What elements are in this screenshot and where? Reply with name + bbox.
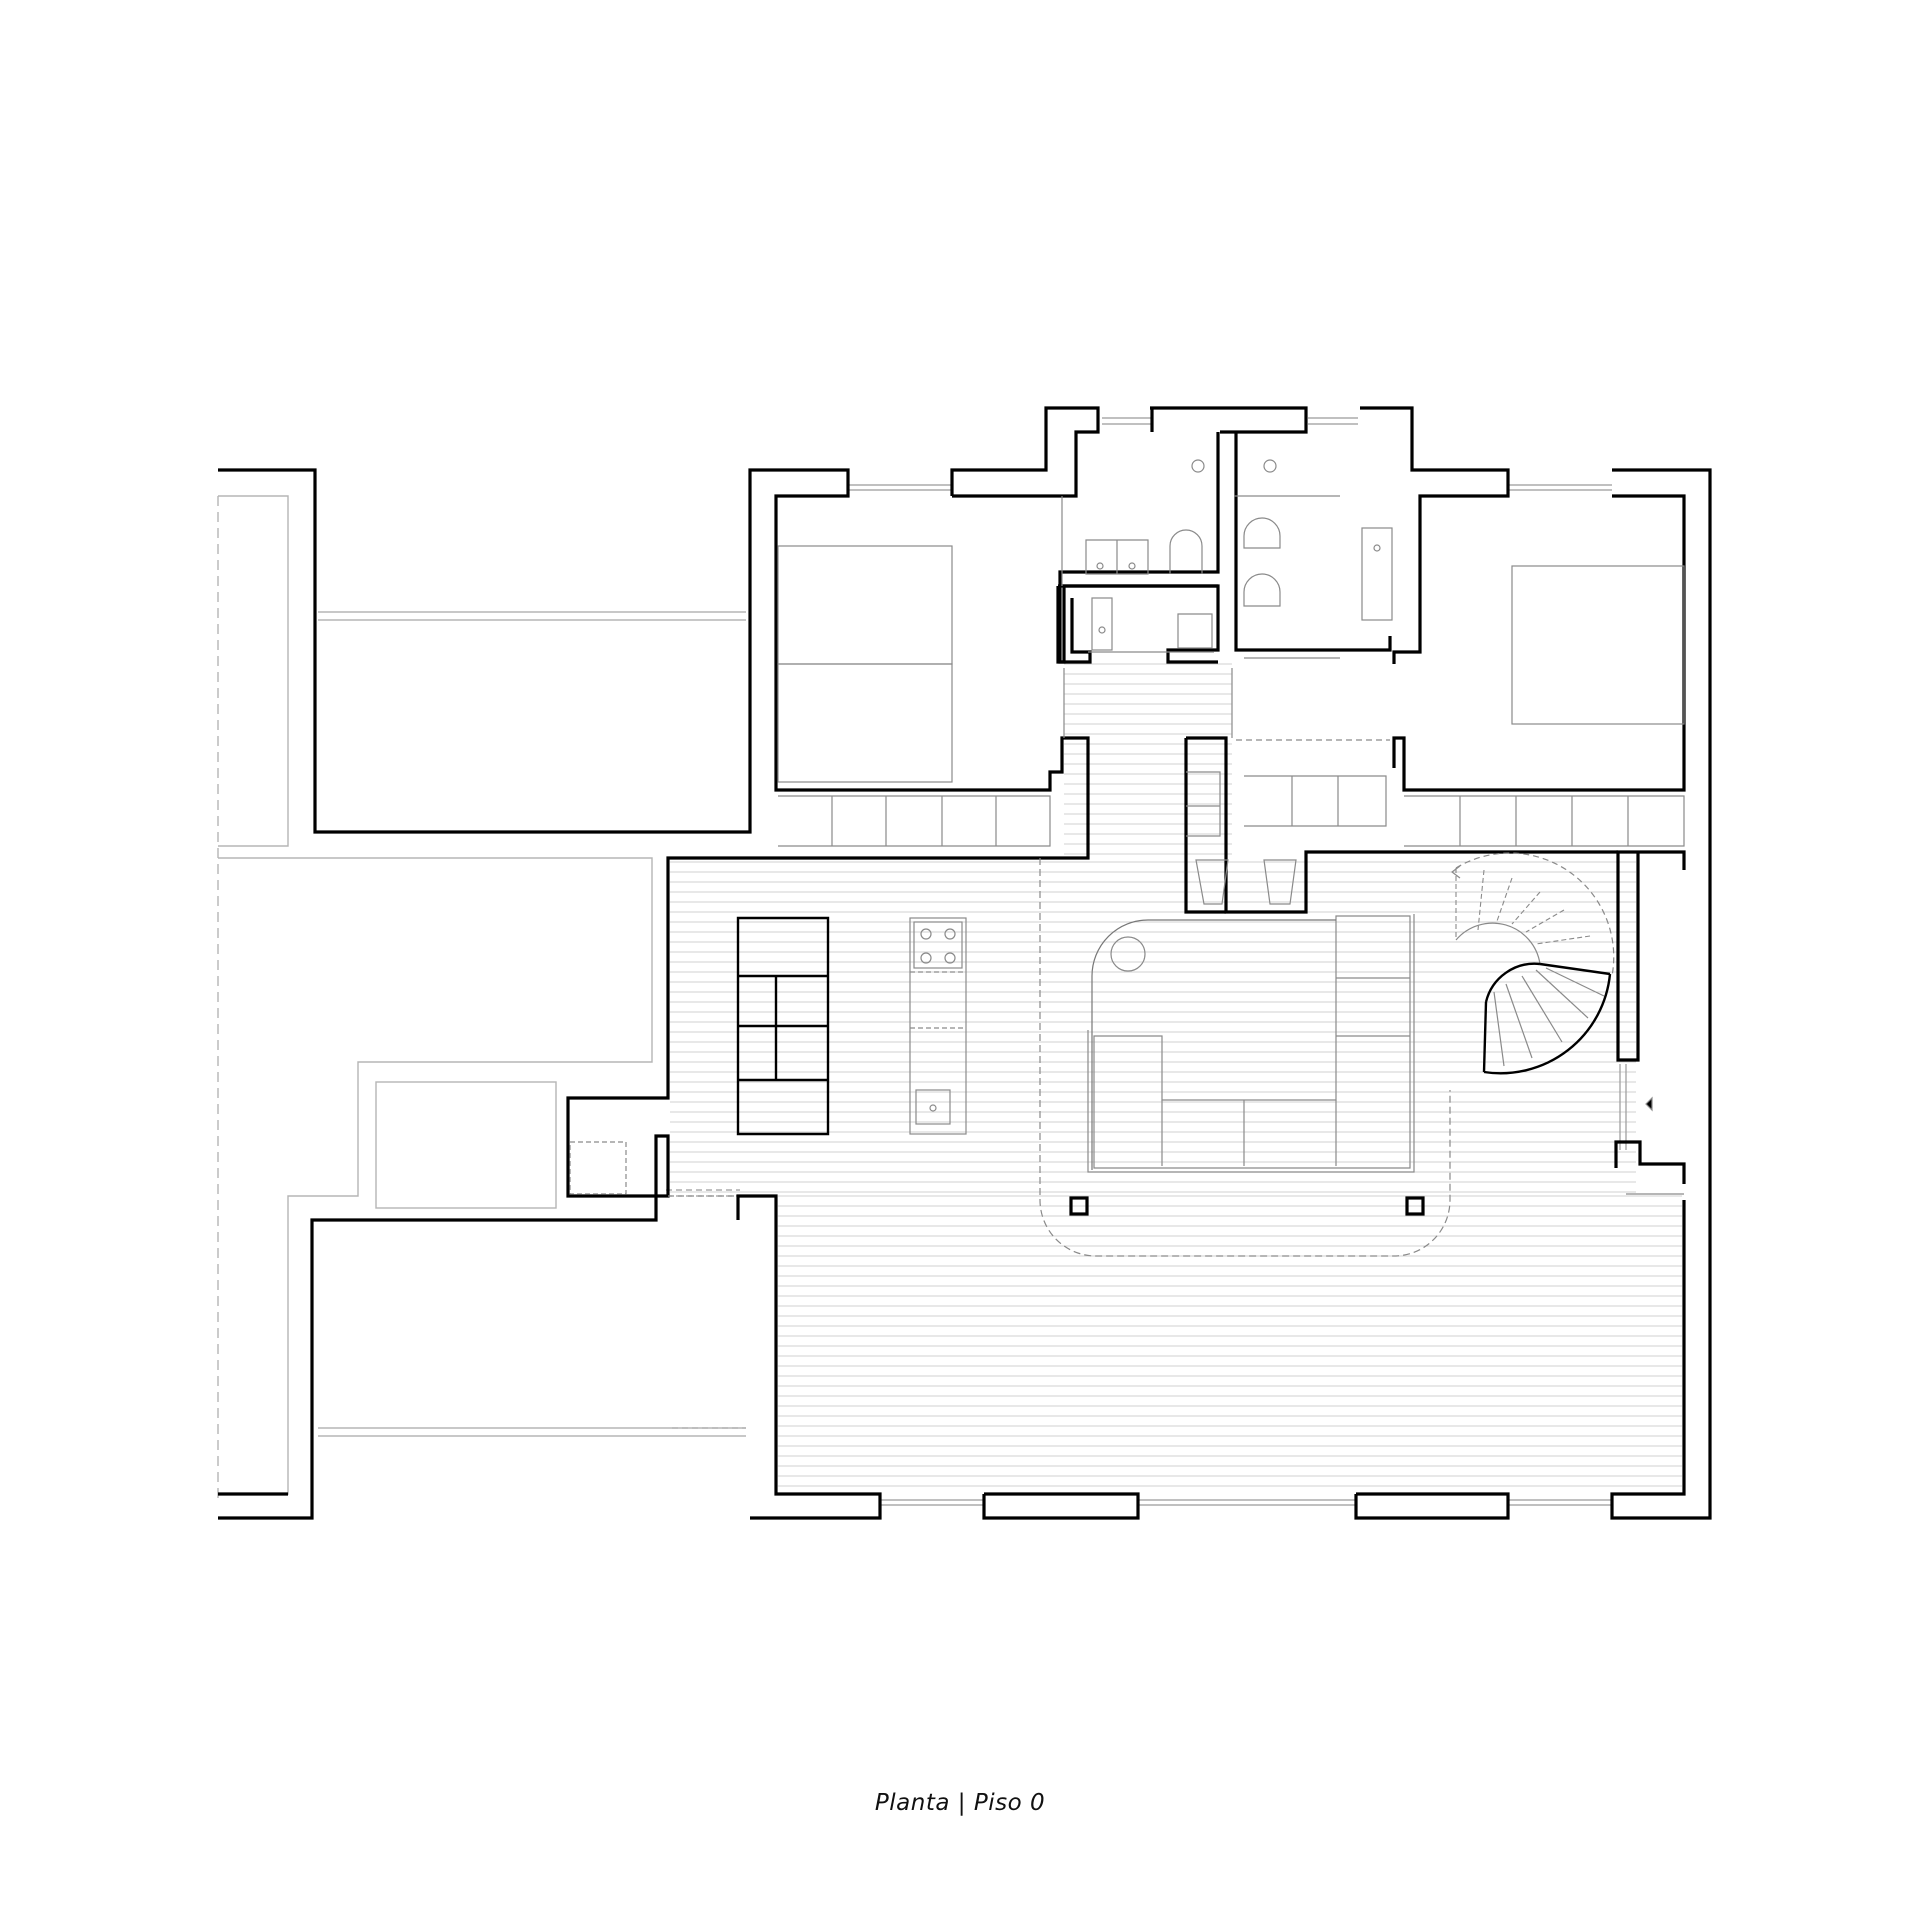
twin-bed-2 — [777, 663, 953, 783]
wardrobe-left — [778, 795, 1051, 847]
sofa — [736, 916, 830, 1136]
wall-north-cluster — [950, 406, 1100, 498]
fixtures — [569, 459, 1685, 1257]
storage-cabinet — [569, 1141, 627, 1195]
outdoor-table — [375, 1081, 557, 1209]
floorboard-hatching — [670, 663, 1682, 1487]
wall-south — [736, 1194, 882, 1520]
round-planter — [1110, 936, 1146, 972]
shower-left — [1191, 459, 1205, 473]
bath-tub-left — [1091, 597, 1113, 651]
double-bed — [1511, 565, 1685, 725]
drawing-caption: Planta | Piso 0 — [0, 1790, 1920, 1816]
kitchen-island — [909, 917, 967, 1135]
wc-right-2 — [1243, 573, 1281, 607]
bath-box — [1058, 584, 1220, 664]
caption-separator: | — [957, 1790, 967, 1816]
bath-sink-left — [1085, 539, 1149, 575]
wall-east-bedroom — [1392, 494, 1686, 792]
south-window-piers — [982, 1492, 1140, 1520]
terrace-outlines — [217, 495, 746, 1500]
wc-left — [1169, 529, 1203, 574]
wall-east — [1610, 468, 1712, 1520]
column-right — [1405, 1196, 1425, 1216]
caption-floor: Piso 0 — [973, 1790, 1046, 1816]
east-door-marker — [1645, 1096, 1653, 1112]
canopy-dashed — [1039, 858, 1451, 1257]
spiral-staircase — [1451, 852, 1615, 1075]
wardrobe-right — [1404, 795, 1685, 847]
caption-label: Planta — [874, 1790, 950, 1816]
bath-door-line — [1088, 651, 1340, 659]
rail-upper — [318, 611, 746, 621]
column-left — [1069, 1196, 1089, 1216]
cooktop — [913, 921, 963, 969]
corridor — [1063, 668, 1233, 738]
garden-outline — [218, 857, 653, 1495]
wall-west-top — [218, 468, 1090, 1520]
dining-area-outline — [1091, 919, 1336, 1170]
core-wall — [1186, 736, 1618, 914]
stair-arrow — [1451, 865, 1461, 879]
shower-right — [1263, 459, 1277, 473]
closet-core — [1186, 771, 1221, 837]
bath-tub-right — [1361, 527, 1393, 621]
wc-left-2 — [1177, 613, 1213, 649]
walls — [218, 406, 1712, 1520]
left-edge-upper — [218, 495, 289, 847]
dining-bench — [1093, 915, 1411, 1169]
wardrobe-mid — [1244, 775, 1387, 827]
windows — [666, 417, 1627, 1506]
kitchen-sink — [915, 1089, 951, 1125]
wc-right — [1243, 517, 1281, 549]
core-toilets — [1195, 859, 1297, 905]
